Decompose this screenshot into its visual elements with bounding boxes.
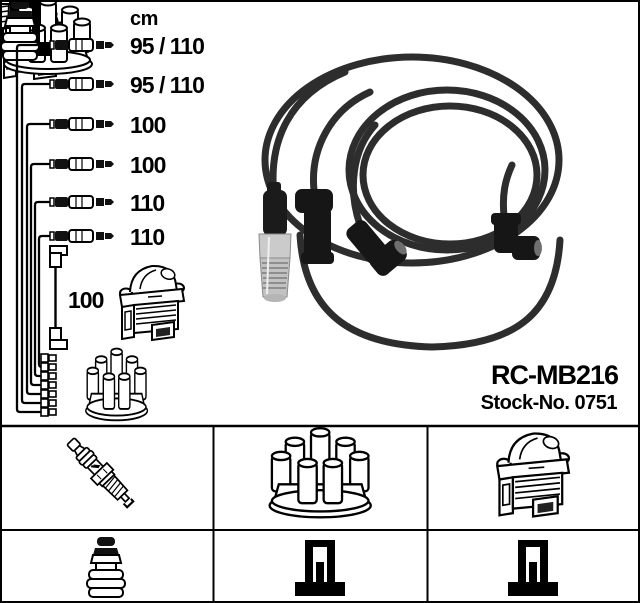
cable-length-label-4: 100 [130,152,166,178]
cable-length-label-5: 110 [130,190,165,216]
table-cell-plug-connector [2,532,213,601]
stock-number: Stock-No. 0751 [480,392,618,414]
cable-length-label-6: 110 [130,224,165,250]
cable-set-photo [258,53,564,351]
cable-length-label-1: 95 / 110 [130,33,205,59]
table-cell-din-terminal-1 [215,532,427,601]
table-cell-ignition-coil [429,427,638,530]
cable-schematic [15,38,185,422]
cable-length-label-2: 95 / 110 [130,72,205,98]
table-cell-din-terminal-2 [429,532,638,601]
table-grid [2,424,638,601]
distributor-plugs [40,353,57,417]
photo-elbow-boot-middle [346,220,407,276]
photo-metal-connector [258,182,292,302]
photo-elbow-boot-left [295,189,334,264]
plug-connector-icon [2,2,40,61]
table-cell-spark-plug [2,427,213,530]
photo-elbow-boot-right [491,213,542,260]
part-number: RC-MB216 [490,360,619,390]
cable-length-label-3: 100 [130,112,166,138]
table-cell-distributor-cap [215,427,427,530]
coil-wire [49,245,68,350]
coil-wire-length-label: 100 [68,287,104,313]
unit-header: cm [130,8,158,30]
schematic-cable-connectors [49,38,114,243]
